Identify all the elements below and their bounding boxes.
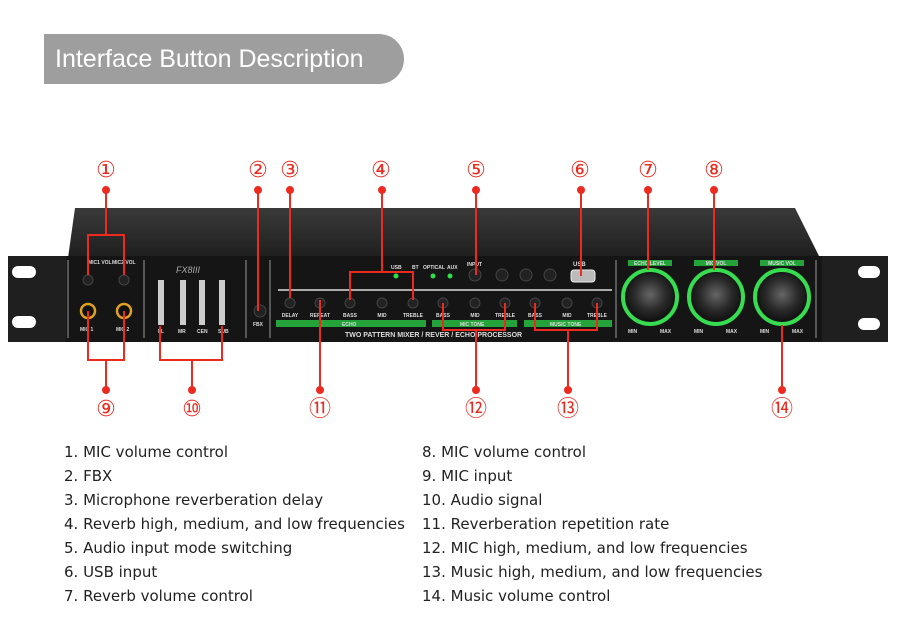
- input-button-label: INPUT: [467, 262, 482, 268]
- knob-mid[interactable]: [561, 297, 573, 309]
- description-item: 9. MIC input: [422, 467, 513, 485]
- knob-label: DELAY: [282, 313, 299, 319]
- description-item: 14. Music volume control: [422, 587, 611, 605]
- chassis-top: [68, 208, 820, 258]
- description-item: 1. MIC volume control: [64, 443, 229, 461]
- input-label-bt: BT: [412, 265, 419, 271]
- mic1-vol-knob[interactable]: [82, 274, 94, 286]
- fbx-button[interactable]: [253, 304, 267, 318]
- knob-mid[interactable]: [376, 297, 388, 309]
- callout-5: ⑤: [466, 158, 486, 183]
- description-list-left: 1. MIC volume control 2. FBX 3. Micropho…: [64, 440, 405, 608]
- knob-glow-ring: [687, 268, 745, 326]
- description-item: 10. Audio signal: [422, 491, 543, 509]
- callout-12: ⑫: [464, 397, 487, 422]
- play-pause-button[interactable]: [495, 268, 509, 282]
- max-label: MAX: [726, 329, 738, 335]
- fbx-label: FBX: [253, 322, 264, 328]
- big-knob-label: MIC VOL: [706, 261, 727, 267]
- callout-6: ⑥: [570, 158, 590, 183]
- mic1-vol-label: MIC1 VOL: [88, 260, 112, 266]
- callout-lines: [87, 186, 786, 394]
- big-knob-label-bar: [628, 260, 672, 266]
- knob-delay[interactable]: [284, 297, 296, 309]
- knob-label: MID: [377, 313, 387, 319]
- big-knob-label-bar: [694, 260, 738, 266]
- callout-9: ⑨: [96, 397, 116, 422]
- knob-label: TREBLE: [403, 313, 424, 319]
- input-label-aux: AUX: [447, 265, 458, 271]
- group-bar-mic-tone: [432, 320, 517, 327]
- max-label: MAX: [660, 329, 672, 335]
- description-item: 5. Audio input mode switching: [64, 539, 293, 557]
- description-item: 11. Reverberation repetition rate: [422, 515, 670, 533]
- callout-7: ⑦: [638, 158, 658, 183]
- min-label: MIN: [628, 329, 638, 335]
- big-knob-label: MUSIC VOL: [768, 261, 796, 267]
- min-label: MIN: [694, 329, 704, 335]
- max-label: MAX: [792, 329, 804, 335]
- input-label-usb: USB: [391, 265, 402, 271]
- knob-glow-ring: [753, 268, 811, 326]
- callout-13: ⑬: [556, 397, 579, 422]
- callout-10: ⑩: [182, 397, 202, 422]
- callout-14: ⑭: [770, 397, 793, 422]
- callout-11: ⑪: [308, 397, 331, 422]
- callout-4: ④: [371, 158, 391, 183]
- callout-1: ①: [96, 158, 116, 183]
- next-button[interactable]: [543, 268, 557, 282]
- processor-label: TWO PATTERN MIXER / REVER / ECHO PROCESS…: [345, 332, 522, 339]
- description-item: 7. Reverb volume control: [64, 587, 253, 605]
- meter-label-cen: CEN: [197, 329, 208, 335]
- section-title: Interface Button Description: [44, 34, 404, 84]
- meter-label-mr: MR: [178, 329, 186, 335]
- description-item: 13. Music high, medium, and low frequenc…: [422, 563, 763, 581]
- big-knob-music-vol[interactable]: [758, 273, 806, 321]
- knob-label: MID: [562, 313, 572, 319]
- model-logo: FX8III: [176, 265, 201, 275]
- min-label: MIN: [760, 329, 770, 335]
- knob-label: MID: [470, 313, 480, 319]
- big-knob-label: ECHO LEVEL: [634, 261, 666, 267]
- big-knob-label-bar: [760, 260, 804, 266]
- usb-label: USB: [573, 262, 586, 268]
- usb-port[interactable]: [570, 269, 596, 283]
- level-meters: [158, 280, 225, 325]
- group-bar-music-tone: [524, 320, 612, 327]
- input-label-optical: OPTICAL: [423, 265, 445, 271]
- description-list-right: 8. MIC volume control 9. MIC input 10. A…: [422, 440, 762, 608]
- knob-label: BASS: [343, 313, 358, 319]
- big-knob-mic-vol[interactable]: [692, 273, 740, 321]
- description-item: 4. Reverb high, medium, and low frequenc…: [64, 515, 405, 533]
- callout-3: ③: [280, 158, 300, 183]
- knob-mid[interactable]: [469, 297, 481, 309]
- meter-label-fl: FL: [158, 329, 164, 335]
- mic1-label: MIC 1: [80, 327, 94, 333]
- mic2-vol-knob[interactable]: [118, 274, 130, 286]
- callout-8: ⑧: [704, 158, 724, 183]
- description-item: 6. USB input: [64, 563, 158, 581]
- group-label-echo: ECHO: [342, 322, 357, 328]
- mic2-label: MIC 2: [116, 327, 130, 333]
- meter-label-sub: SUB: [218, 329, 229, 335]
- big-knob-echo-level[interactable]: [626, 273, 674, 321]
- group-label-music-tone: MUSIC TONE: [550, 322, 582, 328]
- prev-button[interactable]: [519, 268, 533, 282]
- group-bar-echo: [276, 320, 426, 327]
- description-item: 12. MIC high, medium, and low frequencie…: [422, 539, 748, 557]
- description-item: 3. Microphone reverberation delay: [64, 491, 324, 509]
- callout-2: ②: [248, 158, 268, 183]
- description-item: 8. MIC volume control: [422, 443, 587, 461]
- knob-glow-ring: [621, 268, 679, 326]
- group-label-mic-tone: MIC TONE: [460, 322, 485, 328]
- description-item: 2. FBX: [64, 467, 113, 485]
